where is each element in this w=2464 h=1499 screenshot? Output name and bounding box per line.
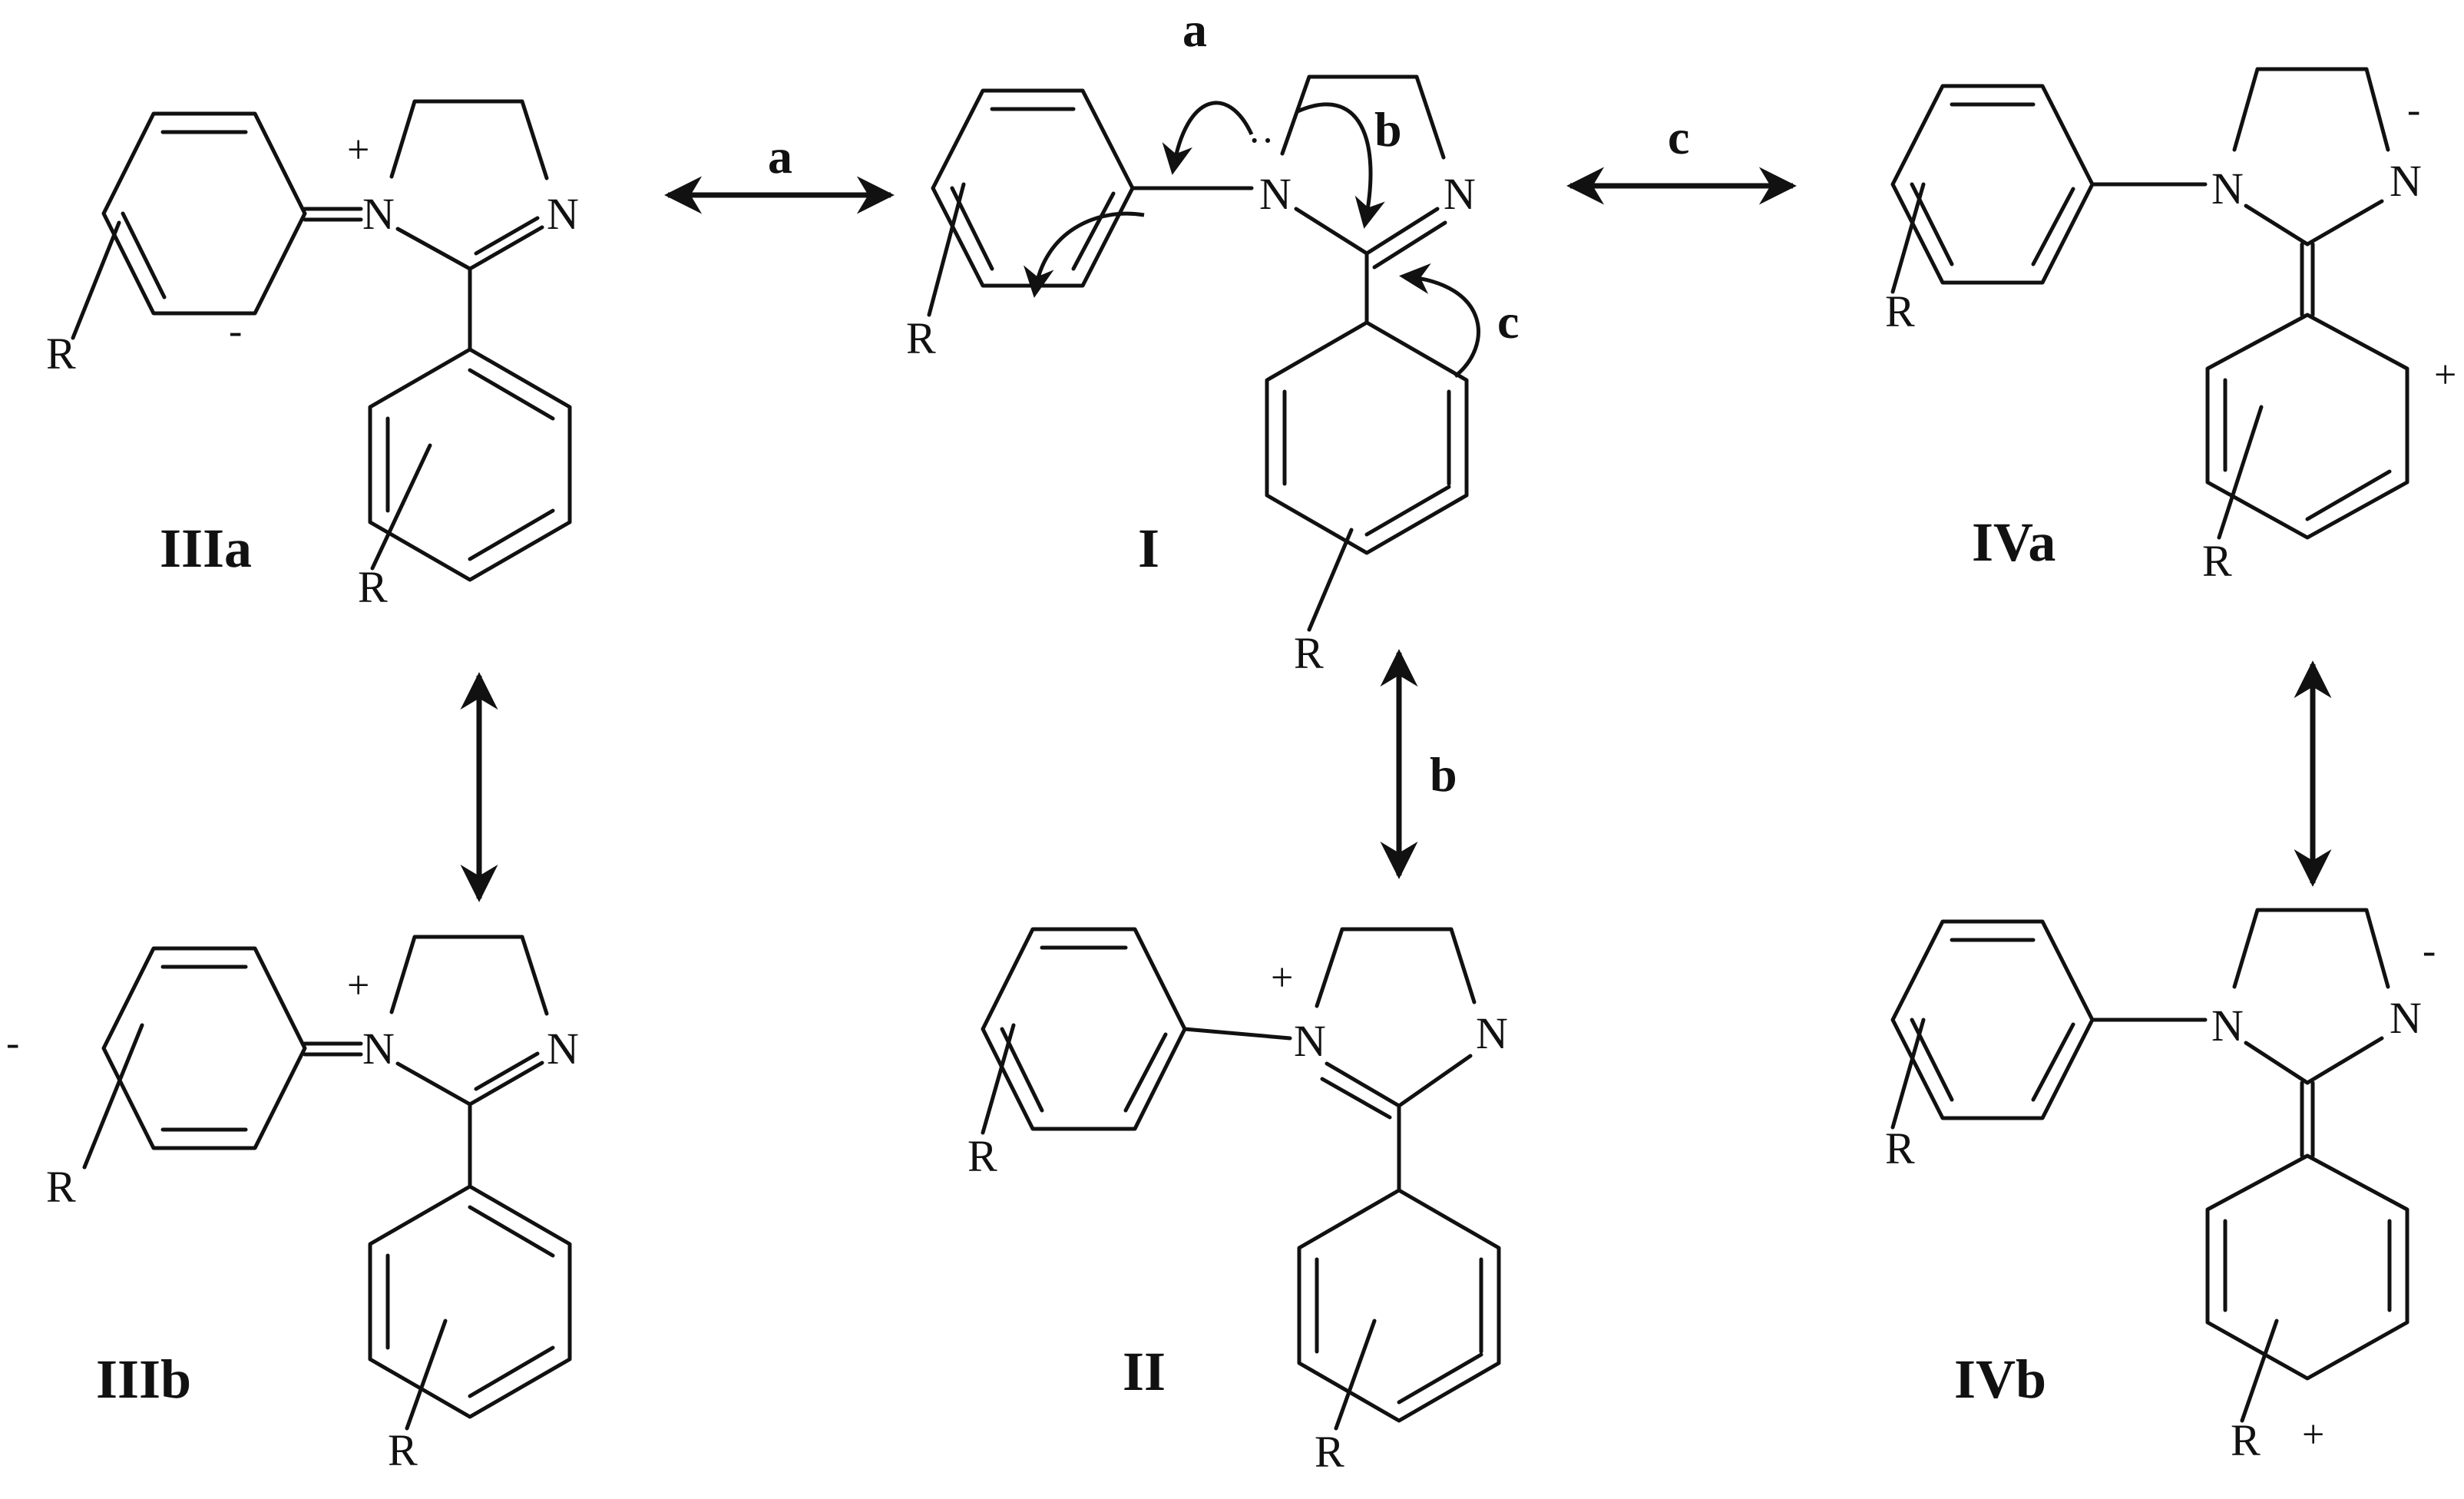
structure-label: IVb	[1954, 1348, 2046, 1410]
substituent-r: R	[967, 1131, 997, 1181]
electron-arrow-b	[1296, 102, 1385, 229]
structure-II: R N + N R II	[967, 927, 1508, 1477]
ring-IIIa-bottom	[368, 347, 572, 582]
atom-n3: N	[1476, 1008, 1508, 1058]
structure-label: I	[1138, 518, 1159, 579]
charge-minus: -	[2407, 88, 2420, 132]
structure-I: R N ·· N R I a b c	[906, 2, 1519, 678]
charge-plus: +	[2302, 1413, 2324, 1457]
substituent-r: R	[358, 562, 388, 612]
ring-II-left	[981, 927, 1187, 1131]
charge-plus: +	[347, 964, 369, 1008]
atom-n3: N	[547, 189, 579, 239]
charge-minus: -	[2423, 929, 2436, 973]
pathway-label: c	[1668, 110, 1689, 164]
structure-label: IIIb	[96, 1348, 191, 1410]
ring-IIIa-left	[101, 111, 307, 316]
resonance-arrow-b: b	[1380, 649, 1457, 879]
atom-n1: N	[362, 1024, 395, 1074]
charge-plus: +	[347, 128, 369, 172]
atom-n3: N	[2390, 156, 2422, 206]
charge-minus: -	[6, 1021, 19, 1065]
structure-IIIb: R - N + N R IIIb	[6, 935, 579, 1475]
resonance-arrow-a: a	[664, 129, 895, 214]
substituent-r: R	[2202, 536, 2232, 586]
substituent-r: R	[388, 1425, 418, 1475]
pathway-label: b	[1430, 747, 1457, 802]
substituent-r: R	[1315, 1427, 1344, 1477]
resonance-arrow-c: c	[1566, 110, 1797, 205]
structure-IIIa: R - N + N R IIIa	[46, 99, 579, 612]
ring-IIIb-left	[101, 946, 307, 1150]
atom-n3: N	[547, 1024, 579, 1074]
ring-IVa-bottom	[2205, 313, 2409, 540]
atom-n1: N	[2211, 1001, 2244, 1051]
electron-arrow-label: c	[1497, 294, 1519, 349]
structure-IVb: R N N - R + IVb	[1885, 908, 2436, 1465]
structure-IVa: R N N - R + IVa	[1885, 67, 2456, 586]
electron-arrow-ring	[1023, 211, 1145, 298]
substituent-r: R	[46, 329, 76, 379]
atom-n1: N	[362, 189, 395, 239]
electron-arrow-a	[1162, 101, 1254, 175]
ring-II-bottom	[1297, 1188, 1501, 1423]
electron-arrow-c	[1399, 263, 1480, 378]
lone-pair: ··	[1248, 119, 1275, 163]
substituent-r: R	[1294, 628, 1324, 678]
atom-n1: N	[2211, 164, 2244, 213]
ring-I-left	[931, 88, 1135, 288]
charge-plus: +	[2434, 353, 2456, 397]
charge-minus: -	[229, 309, 242, 353]
structure-label: II	[1123, 1341, 1166, 1402]
ring-IVb-bottom	[2205, 1153, 2409, 1381]
atom-n3: N	[2390, 993, 2422, 1043]
substituent-r: R	[1885, 1123, 1915, 1173]
ring-IVb-left	[1890, 919, 2095, 1120]
electron-arrow-label: a	[1182, 2, 1207, 57]
charge-plus: +	[1271, 956, 1293, 1000]
substituent-r: R	[46, 1162, 76, 1212]
ring-IIIb-bottom	[368, 1184, 572, 1419]
structure-label: IVa	[1972, 511, 2056, 573]
ring-IVa-left	[1890, 84, 2095, 285]
ring-I-bottom	[1265, 320, 1469, 555]
atom-n1: N	[1259, 169, 1292, 219]
substituent-r: R	[2231, 1415, 2261, 1465]
atom-n1: N	[1294, 1016, 1326, 1066]
substituent-r: R	[906, 313, 936, 363]
structure-label: IIIa	[160, 518, 252, 579]
pathway-label: a	[768, 129, 792, 184]
atom-n3: N	[1444, 169, 1476, 219]
substituent-r: R	[1885, 286, 1915, 336]
electron-arrow-label: b	[1374, 102, 1402, 157]
